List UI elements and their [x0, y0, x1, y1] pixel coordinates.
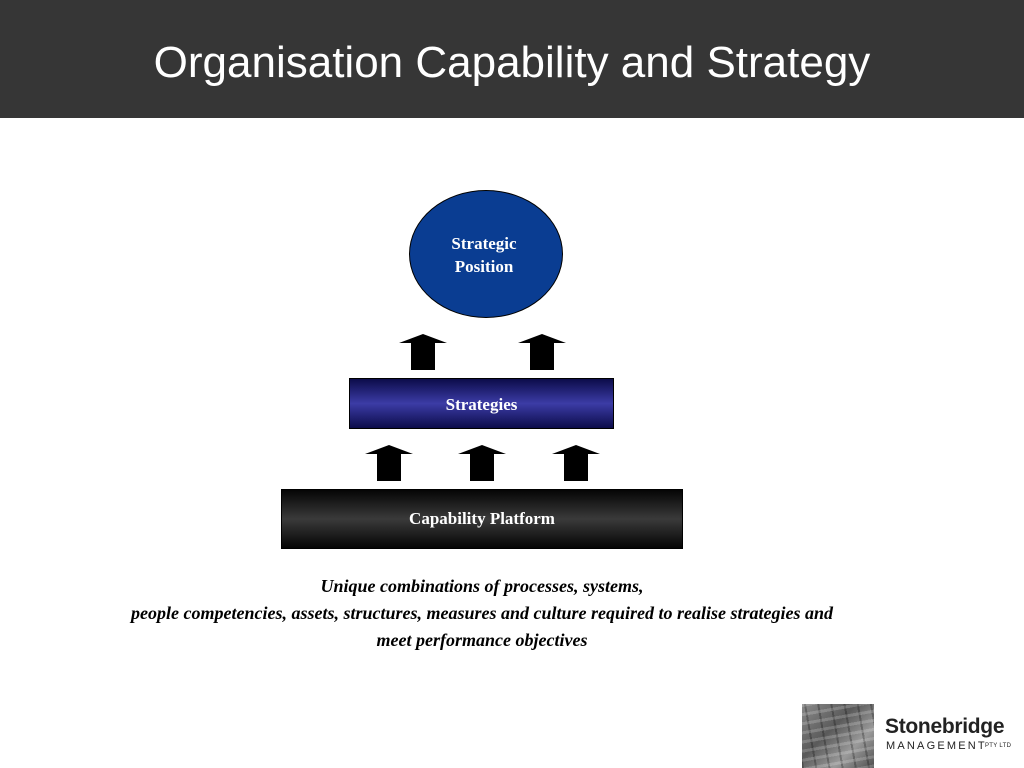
logo-suffix: PTY LTD — [985, 743, 1012, 749]
strategic-position-label-line1: Strategic — [451, 234, 517, 253]
up-arrow-icon — [552, 445, 600, 481]
caption-line-3: meet performance objectives — [376, 630, 588, 650]
title-bar — [0, 0, 1024, 118]
strategic-position-label-line2: Position — [454, 257, 514, 276]
up-arrow-icon — [458, 445, 506, 481]
logo-subtitle: MANAGEMENT — [886, 740, 987, 752]
logo-stone-image — [802, 704, 874, 768]
up-arrow-icon — [399, 334, 447, 370]
strategic-position-node — [409, 190, 563, 318]
caption-line-2: people competencies, assets, structures,… — [131, 603, 833, 623]
up-arrow-icon — [518, 334, 566, 370]
strategies-label: Strategies — [445, 395, 518, 414]
strategic-position-label: Strategic Position — [409, 232, 559, 278]
logo-name: Stonebridge — [885, 715, 1005, 738]
strategies-node — [349, 378, 614, 429]
capability-platform-label: Capability Platform — [409, 509, 555, 528]
caption-line-1: Unique combinations of processes, system… — [320, 576, 644, 596]
up-arrow-icon — [365, 445, 413, 481]
slide-title: Organisation Capability and Strategy — [153, 38, 871, 87]
diagram-caption: Unique combinations of processes, system… — [20, 573, 944, 654]
capability-platform-node — [281, 489, 683, 549]
